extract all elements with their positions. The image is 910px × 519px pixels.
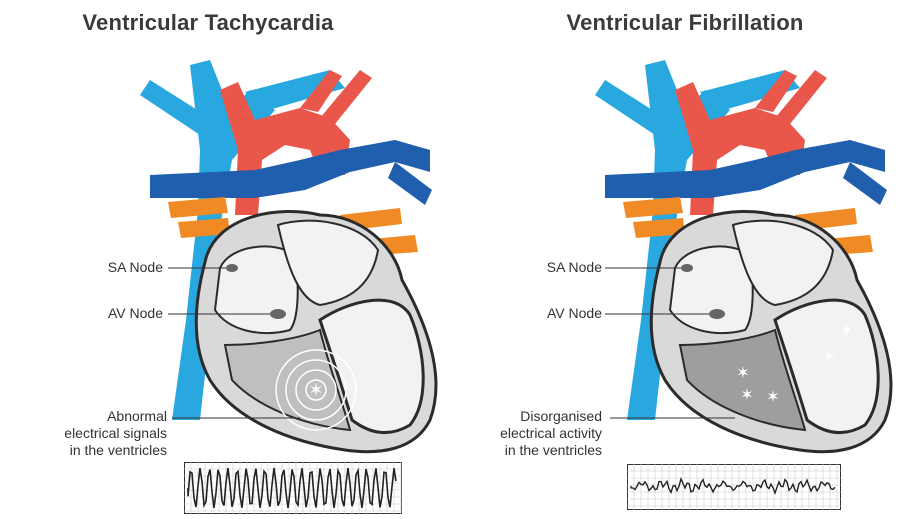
spark-icon: ✶	[766, 389, 779, 406]
vt-ecg-strip	[184, 462, 402, 514]
vf-ecg-strip	[627, 464, 841, 510]
spark-icon: ✶	[822, 349, 835, 366]
vf-sa-label: SA Node	[547, 259, 602, 276]
pulmonary-artery	[605, 140, 885, 198]
vt-signal-line1: Abnormal	[64, 408, 167, 425]
sa-node	[226, 264, 238, 272]
av-node	[270, 309, 286, 319]
vf-panel: Ventricular Fibrillation ✶ ✶ ✶ ✶ ✶ SA No	[455, 0, 910, 519]
vf-activity-line3: in the ventricles	[500, 442, 602, 459]
vf-activity-line2: electrical activity	[500, 425, 602, 442]
vt-av-label: AV Node	[108, 305, 163, 322]
pulmonary-artery	[150, 140, 430, 198]
right-atrium	[215, 246, 298, 333]
vt-signal-line2: electrical signals	[64, 425, 167, 442]
spark-icon: ✶	[740, 387, 753, 404]
sa-node	[681, 264, 693, 272]
vt-sa-label: SA Node	[108, 259, 163, 276]
right-atrium	[670, 246, 753, 333]
vt-signal-label: Abnormal electrical signals in the ventr…	[64, 408, 167, 459]
vf-activity-line1: Disorganised	[500, 408, 602, 425]
vf-av-label: AV Node	[547, 305, 602, 322]
spark-icon: ✶	[736, 365, 749, 382]
signal-star-icon: ✶	[308, 380, 323, 400]
spark-icon: ✶	[840, 323, 853, 340]
vt-panel: Ventricular Tachycardia	[0, 0, 455, 519]
av-node	[709, 309, 725, 319]
vt-signal-line3: in the ventricles	[64, 442, 167, 459]
vf-activity-label: Disorganised electrical activity in the …	[500, 408, 602, 459]
